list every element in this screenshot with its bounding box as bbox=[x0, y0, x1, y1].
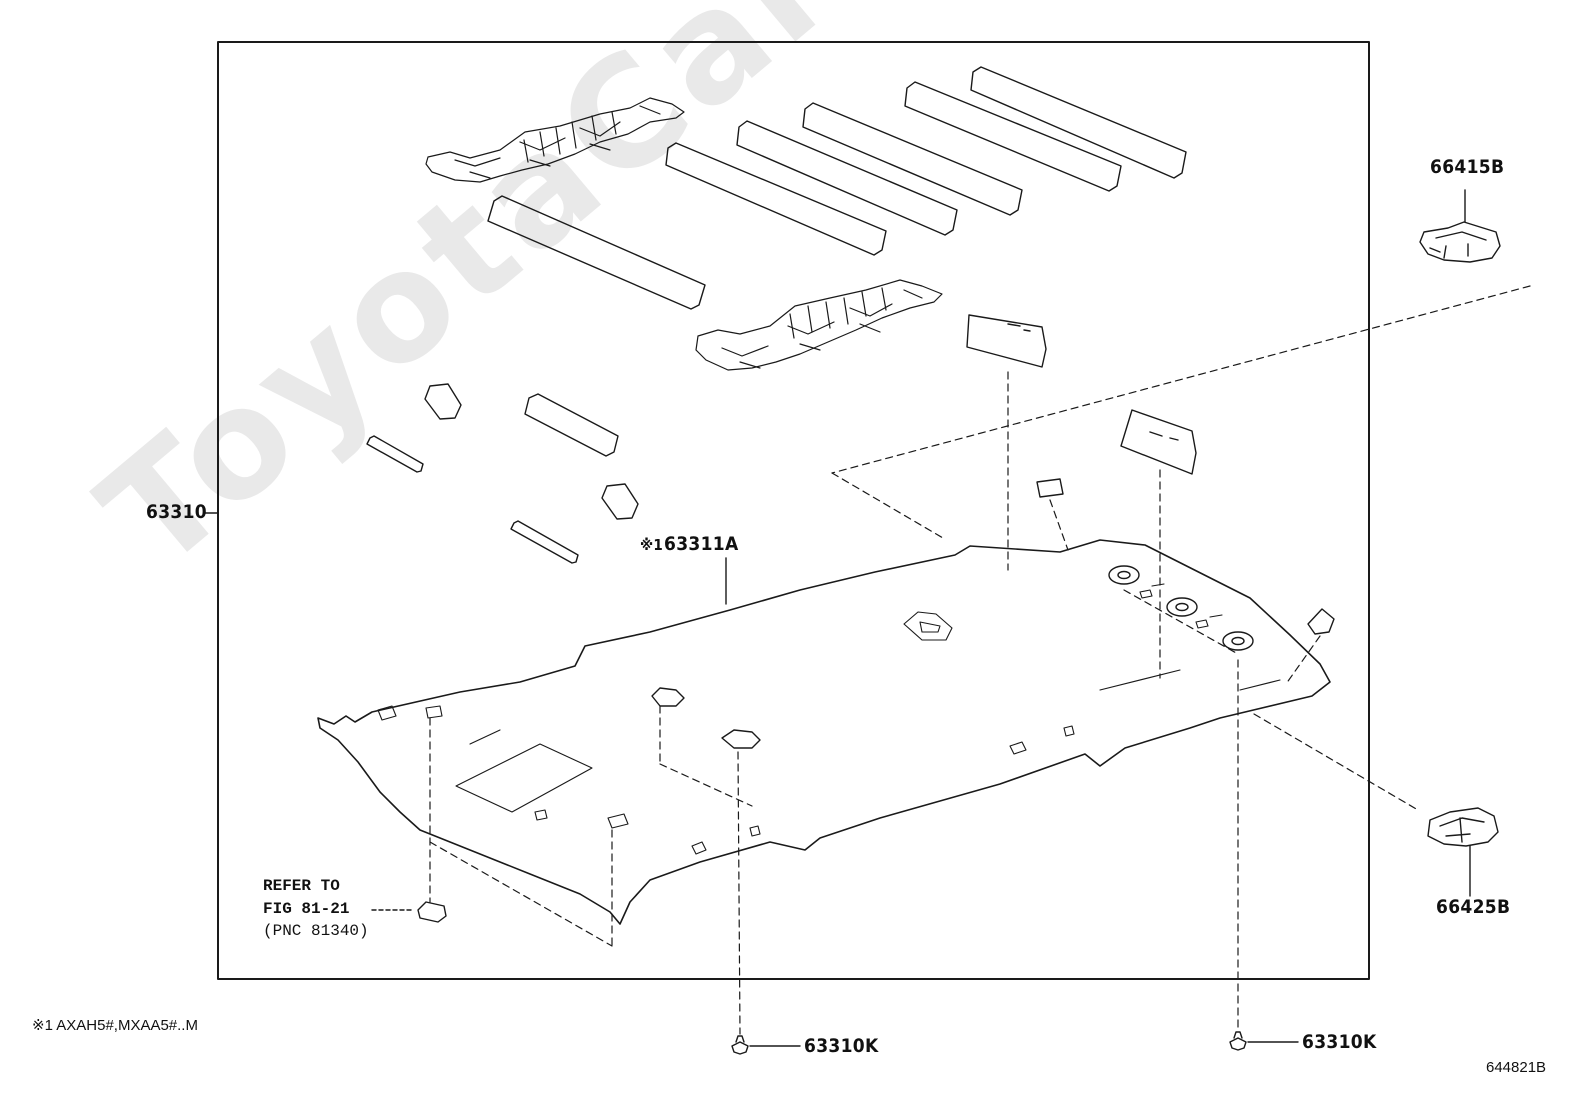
label-63311a-mark: ※1 bbox=[640, 536, 664, 554]
headliner-details bbox=[377, 583, 1281, 855]
clip-holes bbox=[651, 565, 1254, 749]
label-63311a: 63311A bbox=[664, 533, 739, 555]
label-66415b: 66415B bbox=[1430, 156, 1505, 178]
refer-line-2: FIG 81-21 bbox=[263, 900, 350, 918]
refer-line-3: (PNC 81340) bbox=[263, 922, 369, 940]
illustration-number: 644821B bbox=[1486, 1059, 1547, 1076]
footnote: ※1 AXAH5#,MXAA5#..M bbox=[32, 1017, 198, 1034]
assembly-frame bbox=[217, 41, 1370, 980]
label-63310k-left: 63310K bbox=[804, 1035, 879, 1057]
label-63310: 63310 bbox=[146, 501, 207, 523]
headliner bbox=[317, 539, 1331, 925]
fastener-clips bbox=[731, 1031, 1299, 1055]
part-66425b-shape bbox=[1427, 807, 1499, 897]
sound-pads bbox=[487, 66, 1187, 310]
guide-lines bbox=[429, 285, 1531, 1035]
part-66415b-shape bbox=[1419, 221, 1501, 263]
roof-reinforcements bbox=[425, 97, 943, 371]
label-66425b: 66425B bbox=[1436, 896, 1511, 918]
small-pads bbox=[366, 314, 1335, 635]
refer-line-1: REFER TO bbox=[263, 877, 340, 895]
refer-clip-shape bbox=[417, 901, 447, 923]
label-63310k-right: 63310K bbox=[1302, 1031, 1377, 1053]
